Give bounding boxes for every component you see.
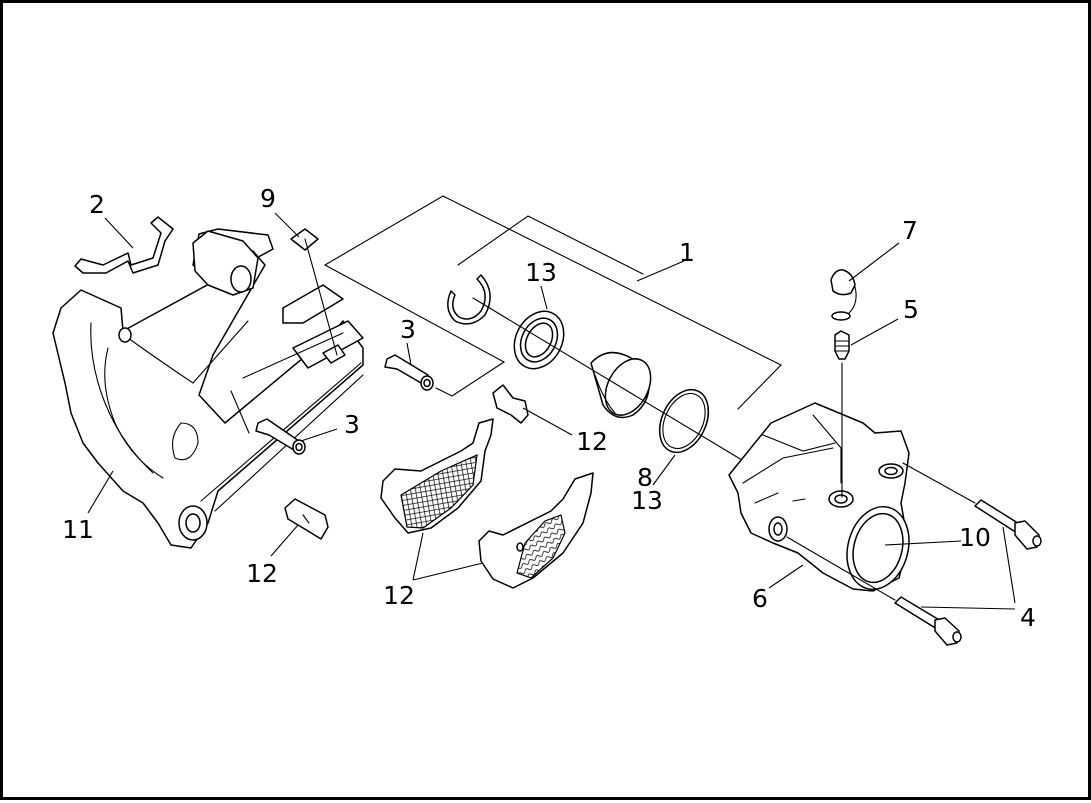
callout-2: 2 (89, 190, 105, 219)
piston-part (590, 351, 652, 419)
plug-part (290, 228, 338, 356)
caliper-housing-part (728, 402, 910, 592)
callout-7: 7 (902, 216, 918, 245)
pad-clip-part-upper (492, 384, 529, 424)
callout-12-lower-clip: 12 (246, 559, 278, 588)
pin-part-upper (384, 354, 434, 391)
callout-1: 1 (679, 238, 695, 267)
brake-pad-part-left (380, 418, 494, 534)
callout-3-lower: 3 (344, 410, 360, 439)
callout-10: 10 (959, 523, 991, 552)
assembly-group-outline (324, 195, 782, 410)
bleeder-cap-part (830, 269, 857, 321)
bolt-part-lower (786, 536, 962, 646)
callout-5: 5 (903, 295, 919, 324)
pin-part-lower (255, 418, 306, 455)
mounting-bracket-part (52, 228, 364, 549)
callout-9: 9 (260, 184, 276, 213)
pad-clip-part-lower (284, 498, 329, 540)
spring-clip-part (74, 216, 174, 274)
dust-seal-part (513, 310, 565, 370)
callout-13-upper: 13 (525, 258, 557, 287)
callout-11: 11 (62, 515, 94, 544)
bleeder-valve-part (834, 330, 850, 498)
callout-8: 8 (637, 463, 653, 492)
exploded-parts-diagram: 2 9 1 13 3 3 12 7 5 8 13 10 6 4 11 12 12 (52, 184, 1042, 646)
callout-3-upper: 3 (400, 315, 416, 344)
callout-13-lower: 13 (631, 486, 663, 515)
callout-4: 4 (1020, 603, 1036, 632)
callout-12-clip: 12 (576, 427, 608, 456)
callout-12-pads: 12 (383, 581, 415, 610)
brake-pad-part-right (478, 472, 594, 589)
snap-ring-part (447, 274, 491, 325)
leader-lines (87, 212, 1016, 610)
bolt-part-upper (902, 462, 1042, 550)
o-ring-part (658, 388, 710, 454)
callout-labels: 2 9 1 13 3 3 12 7 5 8 13 10 6 4 11 12 12 (62, 184, 1036, 632)
callout-6: 6 (752, 584, 768, 613)
